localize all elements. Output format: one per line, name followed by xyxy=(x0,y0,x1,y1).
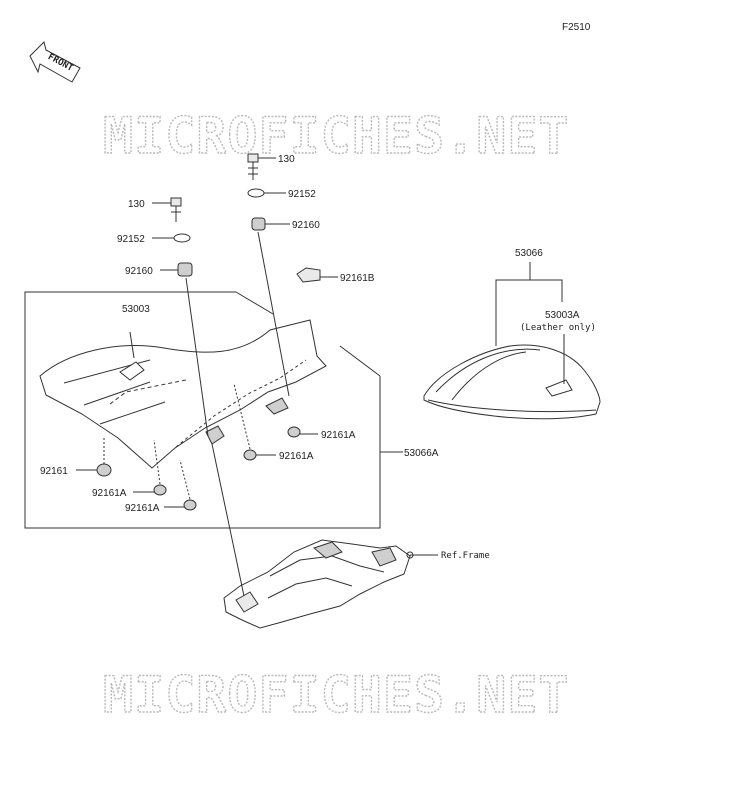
label-seat-assy: 53066A xyxy=(404,448,439,459)
stopper-a3-part xyxy=(153,484,167,496)
label-stopper-a4: 92161A xyxy=(125,503,160,514)
label-seat-leather: 53066 xyxy=(515,248,543,259)
label-stopper-a3: 92161A xyxy=(92,488,127,499)
label-stopper-top: 92161B xyxy=(340,273,375,284)
stopper-a4-part xyxy=(183,499,197,511)
stopper-a2-part xyxy=(243,449,257,461)
watermark-top: MICROFICHES.NET xyxy=(103,107,570,165)
label-bolt-right: 130 xyxy=(278,154,295,165)
damper-right xyxy=(251,217,266,231)
label-collar-right: 92152 xyxy=(288,189,316,200)
front-arrow-icon: FRONT xyxy=(29,41,81,83)
leather-seat-part xyxy=(423,344,601,420)
bolt-left xyxy=(170,197,182,222)
collar-right xyxy=(247,188,265,198)
stopper-a1-part xyxy=(287,426,301,438)
label-bolt-left: 130 xyxy=(128,199,145,210)
label-frame-ref: Ref.Frame xyxy=(441,551,490,561)
stopper-front-part xyxy=(96,463,112,477)
collar-left xyxy=(173,233,191,243)
label-cover-leather: 53003A xyxy=(545,310,580,321)
damper-left xyxy=(177,262,193,277)
label-stopper-a1: 92161A xyxy=(321,430,356,441)
bolt-right xyxy=(247,153,259,180)
label-stopper-a2: 92161A xyxy=(279,451,314,462)
seat-assy-frame xyxy=(24,291,381,529)
label-damper-left: 92160 xyxy=(125,266,153,277)
seat-cover-part xyxy=(39,319,327,469)
label-stopper-front: 92161 xyxy=(40,466,68,477)
label-damper-right: 92160 xyxy=(292,220,320,231)
stopper-top-part xyxy=(296,267,321,283)
label-collar-left: 92152 xyxy=(117,234,145,245)
label-cover-leather-note: (Leather only) xyxy=(520,323,596,333)
watermark-bottom: MICROFICHES.NET xyxy=(103,666,570,724)
figure-id: F2510 xyxy=(562,22,591,33)
label-seat-cover: 53003 xyxy=(122,304,150,315)
rear-frame-part xyxy=(223,539,411,629)
